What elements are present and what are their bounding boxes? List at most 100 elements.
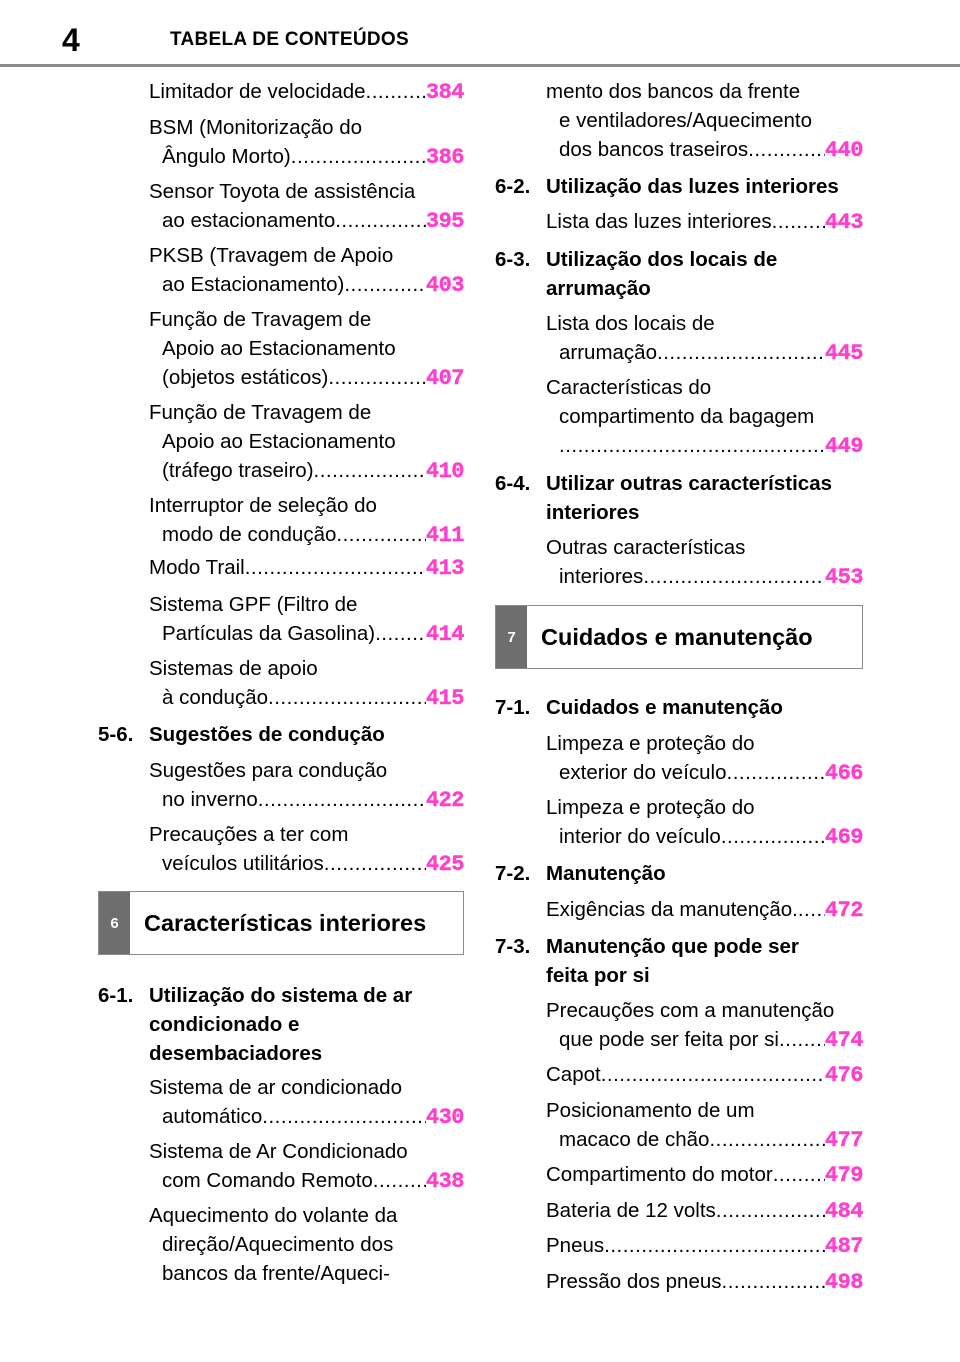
page-reference[interactable]: 425 (425, 852, 465, 877)
toc-entry-line: Lista dos locais de (546, 312, 715, 335)
toc-entry-line: Função de Travagem de (149, 308, 372, 331)
page-reference[interactable]: 487 (824, 1234, 864, 1259)
page-reference[interactable]: 440 (824, 138, 864, 163)
page-reference[interactable]: 466 (824, 761, 864, 786)
toc-entry[interactable]: Sistema de Ar Condicionado com Comando Re… (149, 1137, 465, 1196)
dot-leader (722, 1267, 825, 1296)
dot-leader (375, 619, 426, 648)
toc-entry[interactable]: Limitador de velocidade 384 (149, 77, 465, 107)
page-reference[interactable]: 453 (824, 565, 864, 590)
toc-entry[interactable]: Sistema de ar condicionado automático 430 (149, 1073, 465, 1132)
toc-entry-last-line: arrumação 445 (546, 338, 864, 368)
toc-entry-line: Apoio ao Estacionamento (162, 430, 396, 453)
dot-leader (258, 785, 426, 814)
page-reference[interactable]: 443 (824, 210, 864, 235)
toc-entry[interactable]: Lista dos locais de arrumação 445 (546, 309, 864, 368)
page-reference[interactable]: 415 (425, 686, 465, 711)
toc-entry[interactable]: Sistemas de apoio à condução 415 (149, 654, 465, 713)
toc-entry[interactable]: Modo Trail 413 (149, 553, 465, 583)
page-reference[interactable]: 386 (425, 145, 465, 170)
toc-entry-line: Sistema de Ar Condicionado (149, 1140, 408, 1163)
dot-leader (798, 895, 825, 924)
page-reference[interactable]: 414 (425, 622, 465, 647)
dot-leader (245, 553, 426, 582)
page-reference[interactable]: 469 (824, 825, 864, 850)
toc-entry-label: automático (162, 1105, 263, 1128)
toc-entry[interactable]: Bateria de 12 volts 484 (546, 1196, 864, 1226)
toc-entry-line: bancos da frente/Aqueci- (162, 1262, 390, 1285)
toc-entry-last-line: à condução 415 (149, 683, 465, 713)
page-reference[interactable]: 407 (425, 366, 465, 391)
page-reference[interactable]: 472 (824, 898, 864, 923)
page-reference[interactable]: 384 (425, 80, 465, 105)
toc-entry-label: Compartimento do motor (546, 1163, 773, 1186)
dot-leader (291, 142, 426, 171)
dot-leader (373, 1166, 426, 1195)
page-reference[interactable]: 413 (425, 556, 465, 581)
toc-entry-last-line: com Comando Remoto438 (149, 1166, 465, 1196)
page-reference[interactable]: 498 (824, 1270, 864, 1295)
toc-entry-label: Bateria de 12 volts (546, 1199, 716, 1222)
toc-entry[interactable]: Pressão dos pneus 498 (546, 1267, 864, 1297)
section-number: 7-2. (495, 862, 531, 885)
page-reference[interactable]: 449 (824, 434, 864, 459)
toc-entry[interactable]: Lista das luzes interiores 443 (546, 207, 864, 237)
dot-leader (773, 1160, 825, 1189)
toc-entry[interactable]: Exigências da manutenção. 472 (546, 895, 864, 925)
toc-entry-label: à condução (162, 686, 269, 709)
toc-entry-last-line: que pode ser feita por si 474 (546, 1025, 864, 1055)
chapter-title: Características interiores (144, 909, 427, 936)
toc-entry-last-line: Bateria de 12 volts 484 (546, 1196, 864, 1226)
toc-entry-label: interiores (559, 565, 644, 588)
page-reference[interactable]: 477 (824, 1128, 864, 1153)
toc-entry-line: Sistemas de apoio (149, 657, 318, 680)
page-reference[interactable]: 474 (824, 1028, 864, 1053)
toc-entry-label: Exigências da manutenção. (546, 898, 798, 921)
dot-leader (335, 206, 426, 235)
page-reference[interactable]: 445 (824, 341, 864, 366)
page-reference[interactable]: 479 (824, 1163, 864, 1188)
toc-entry[interactable]: Capot 476 (546, 1060, 864, 1090)
page-reference[interactable]: 476 (824, 1063, 864, 1088)
toc-entry[interactable]: Pneus487 (546, 1231, 864, 1261)
page-reference[interactable]: 410 (425, 459, 465, 484)
page-reference[interactable]: 403 (425, 273, 465, 298)
page-reference[interactable]: 395 (425, 209, 465, 234)
dot-leader (604, 1231, 825, 1260)
page-reference[interactable]: 484 (824, 1199, 864, 1224)
toc-entry-last-line: automático 430 (149, 1102, 465, 1132)
toc-entry-last-line: Limitador de velocidade 384 (149, 77, 465, 107)
toc-entry-last-line: interiores 453 (546, 562, 864, 592)
chapter-number-tab: 7 (496, 606, 527, 668)
toc-entry-label: Modo Trail (149, 556, 245, 579)
page-reference[interactable]: 422 (425, 788, 465, 813)
section-title: feita por si (546, 964, 650, 987)
page-reference[interactable]: 411 (425, 523, 465, 548)
toc-entry[interactable]: Compartimento do motor 479 (546, 1160, 864, 1190)
toc-entry-line: compartimento da bagagem (559, 405, 815, 428)
page-reference[interactable]: 438 (425, 1169, 465, 1194)
toc-entry-label: macaco de chão (559, 1128, 710, 1151)
section-heading: 5-6.Sugestões de condução (98, 720, 464, 749)
toc-entry-line: Sistema de ar condicionado (149, 1076, 402, 1099)
dot-leader (748, 135, 825, 164)
page-reference[interactable]: 430 (425, 1105, 465, 1130)
